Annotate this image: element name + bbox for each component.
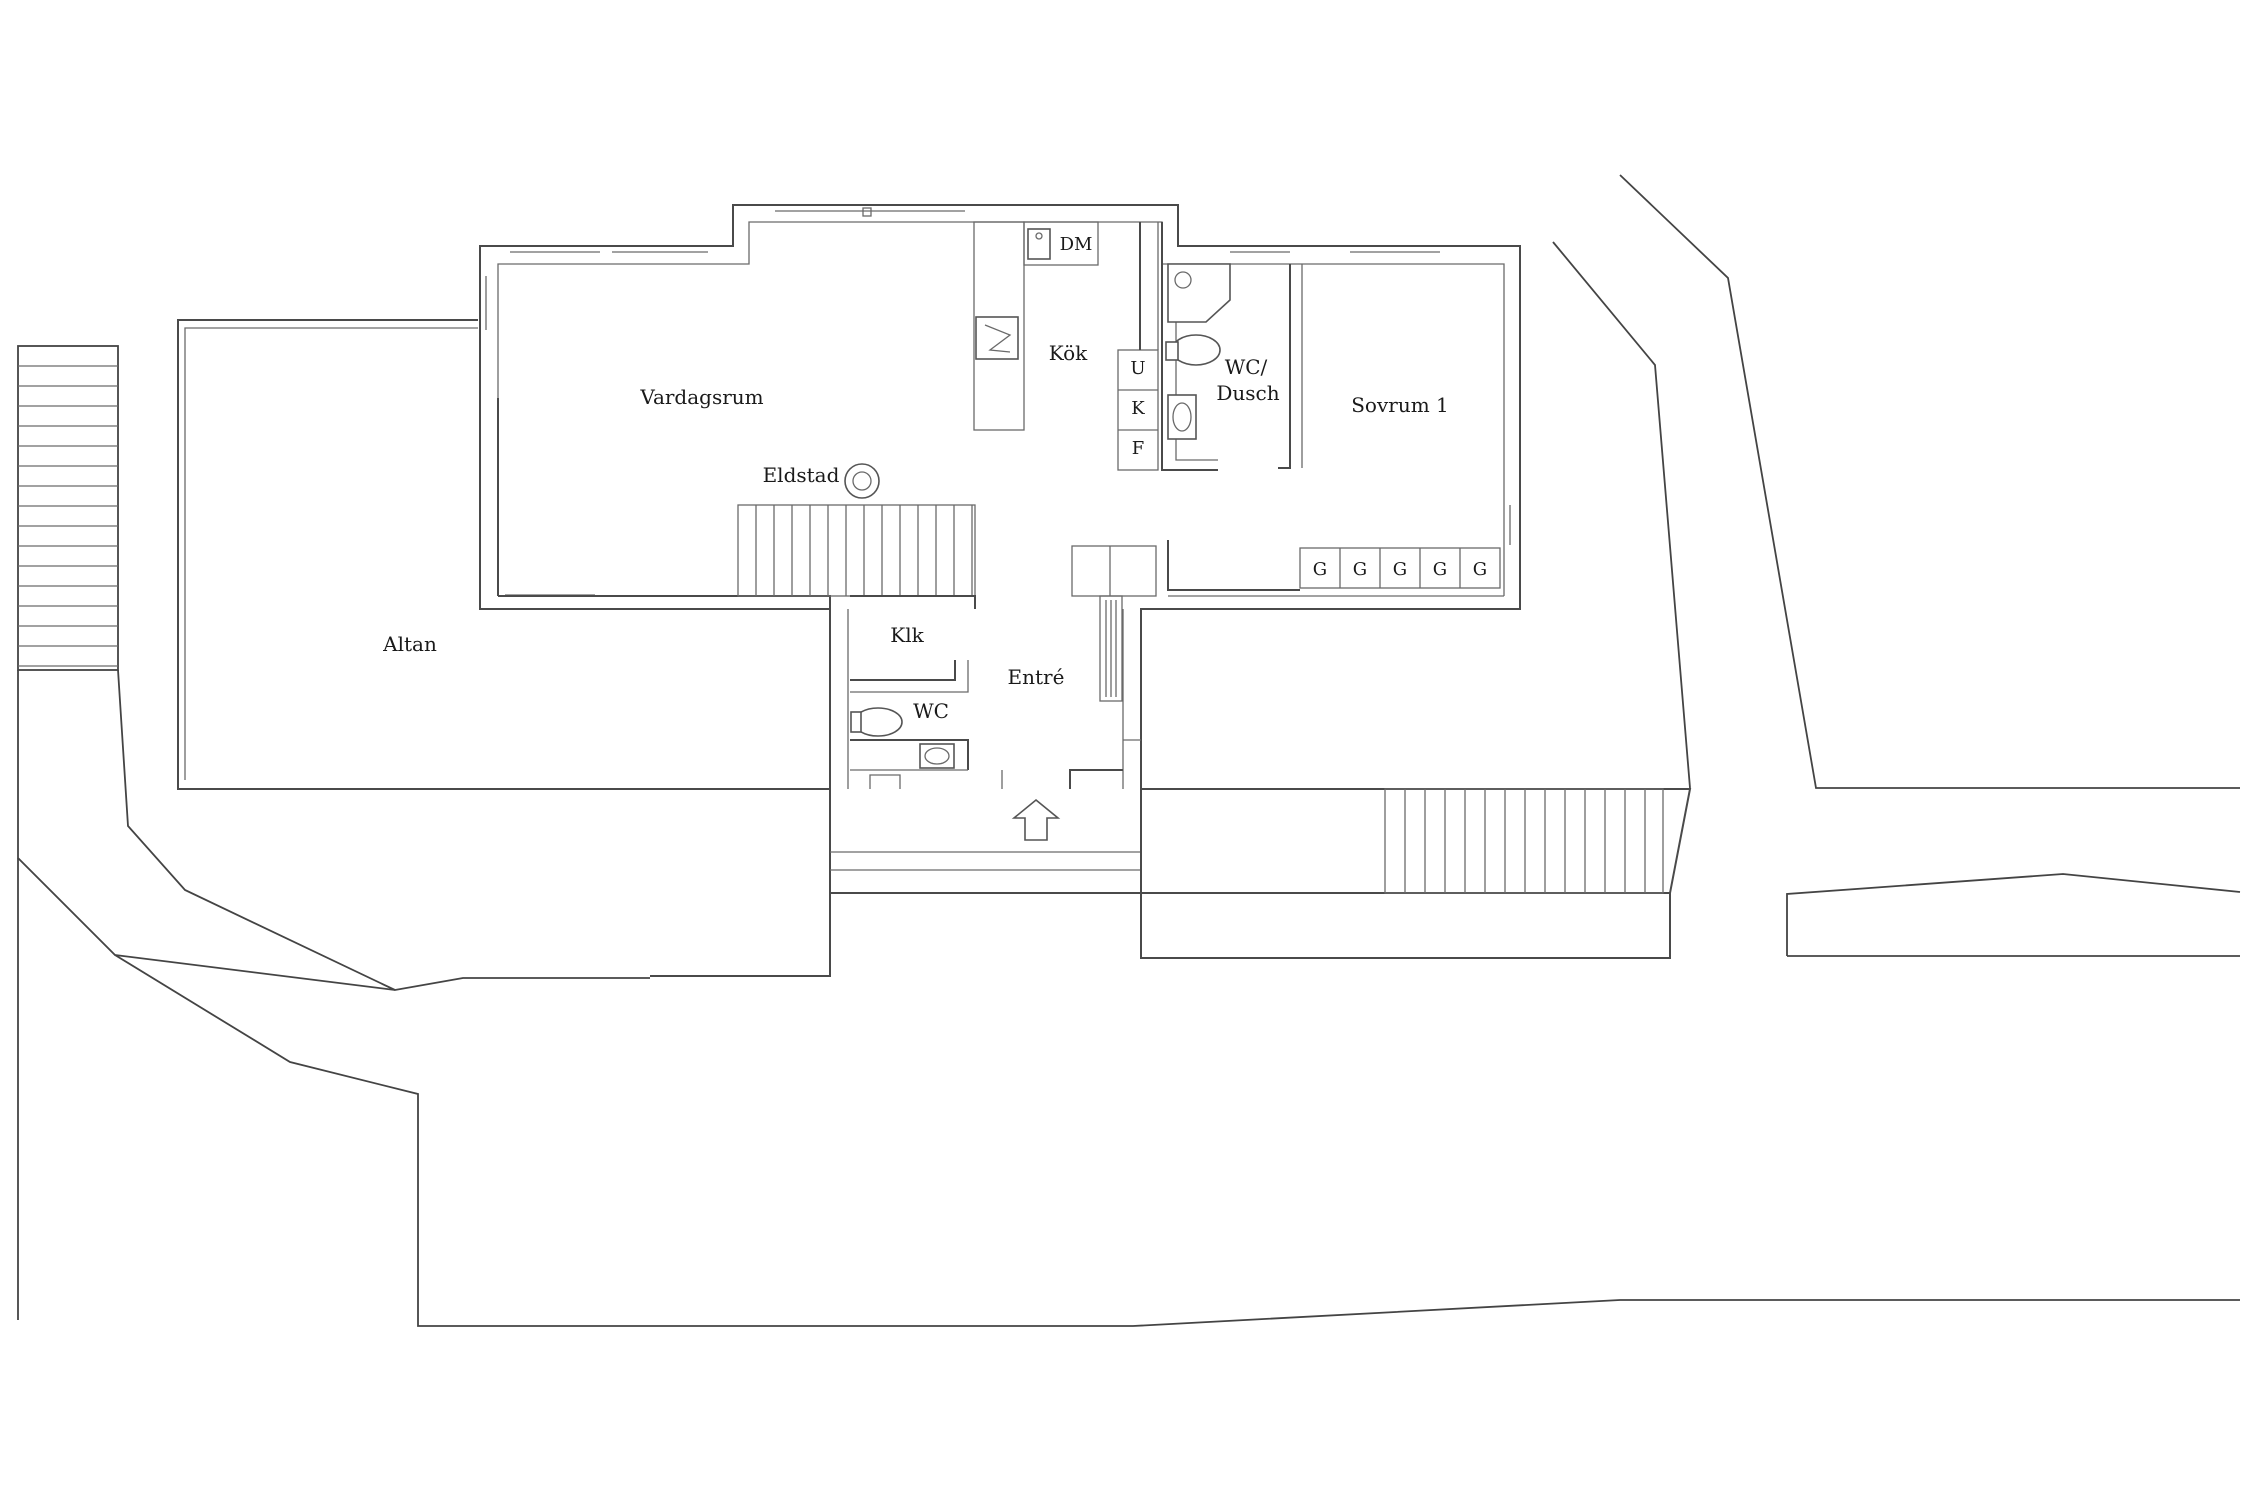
washbasin-icon [1167, 394, 1197, 440]
shower-icon [1167, 263, 1231, 323]
label-vardagsrum: Vardagsrum [639, 385, 763, 409]
right-road-outer [1619, 174, 2240, 789]
altan-inner [184, 327, 478, 780]
label-entre: Entré [1008, 665, 1065, 689]
label-wc: WC [913, 699, 949, 723]
site-lines [17, 174, 2241, 1327]
label-u: U [1130, 358, 1145, 379]
label-k: K [1131, 398, 1145, 419]
label-f: F [1132, 438, 1145, 459]
kitchen-island [973, 221, 1025, 431]
right-wall-top [1786, 873, 2241, 956]
label-wardrobe: G [1353, 559, 1367, 580]
labels: Vardagsrum Kök DM U K F WC/ Dusch Sovrum… [382, 234, 1487, 723]
stove-icon [975, 316, 1019, 360]
fireplace-icon [844, 463, 880, 499]
lower-terrain [114, 954, 2240, 1327]
altan-outline [177, 319, 830, 790]
lower-terrace [650, 789, 831, 977]
toilet-icon [1171, 334, 1221, 366]
interior-walls [497, 221, 1504, 789]
label-klk: Klk [890, 623, 924, 647]
fridge-column [1117, 349, 1159, 471]
entrance-arrow-icon [1011, 798, 1061, 841]
front-steps [1384, 788, 1664, 894]
left-path-outer [17, 670, 650, 991]
label-sovrum: Sovrum 1 [1351, 393, 1449, 417]
right-terrace-top [1141, 788, 1692, 894]
radiator [1099, 595, 1123, 702]
label-wc-dusch-2: Dusch [1216, 381, 1279, 405]
left-stairs [17, 345, 119, 671]
left-path-inner [117, 669, 396, 991]
label-wardrobe: G [1393, 559, 1407, 580]
label-wardrobe: G [1313, 559, 1327, 580]
label-kok: Kök [1049, 341, 1088, 365]
label-wardrobe: G [1473, 559, 1487, 580]
right-road-inner [1552, 241, 1691, 789]
label-altan: Altan [382, 632, 437, 656]
entry-area [830, 788, 1692, 959]
label-wardrobe: G [1433, 559, 1447, 580]
altan-deck [177, 319, 831, 977]
wardrobes [1299, 547, 1501, 589]
label-wc-dusch-1: WC/ [1225, 355, 1268, 379]
sink-icon [1027, 228, 1051, 260]
label-eldstad: Eldstad [763, 463, 840, 487]
building [479, 204, 1521, 789]
label-dm: DM [1060, 234, 1093, 255]
